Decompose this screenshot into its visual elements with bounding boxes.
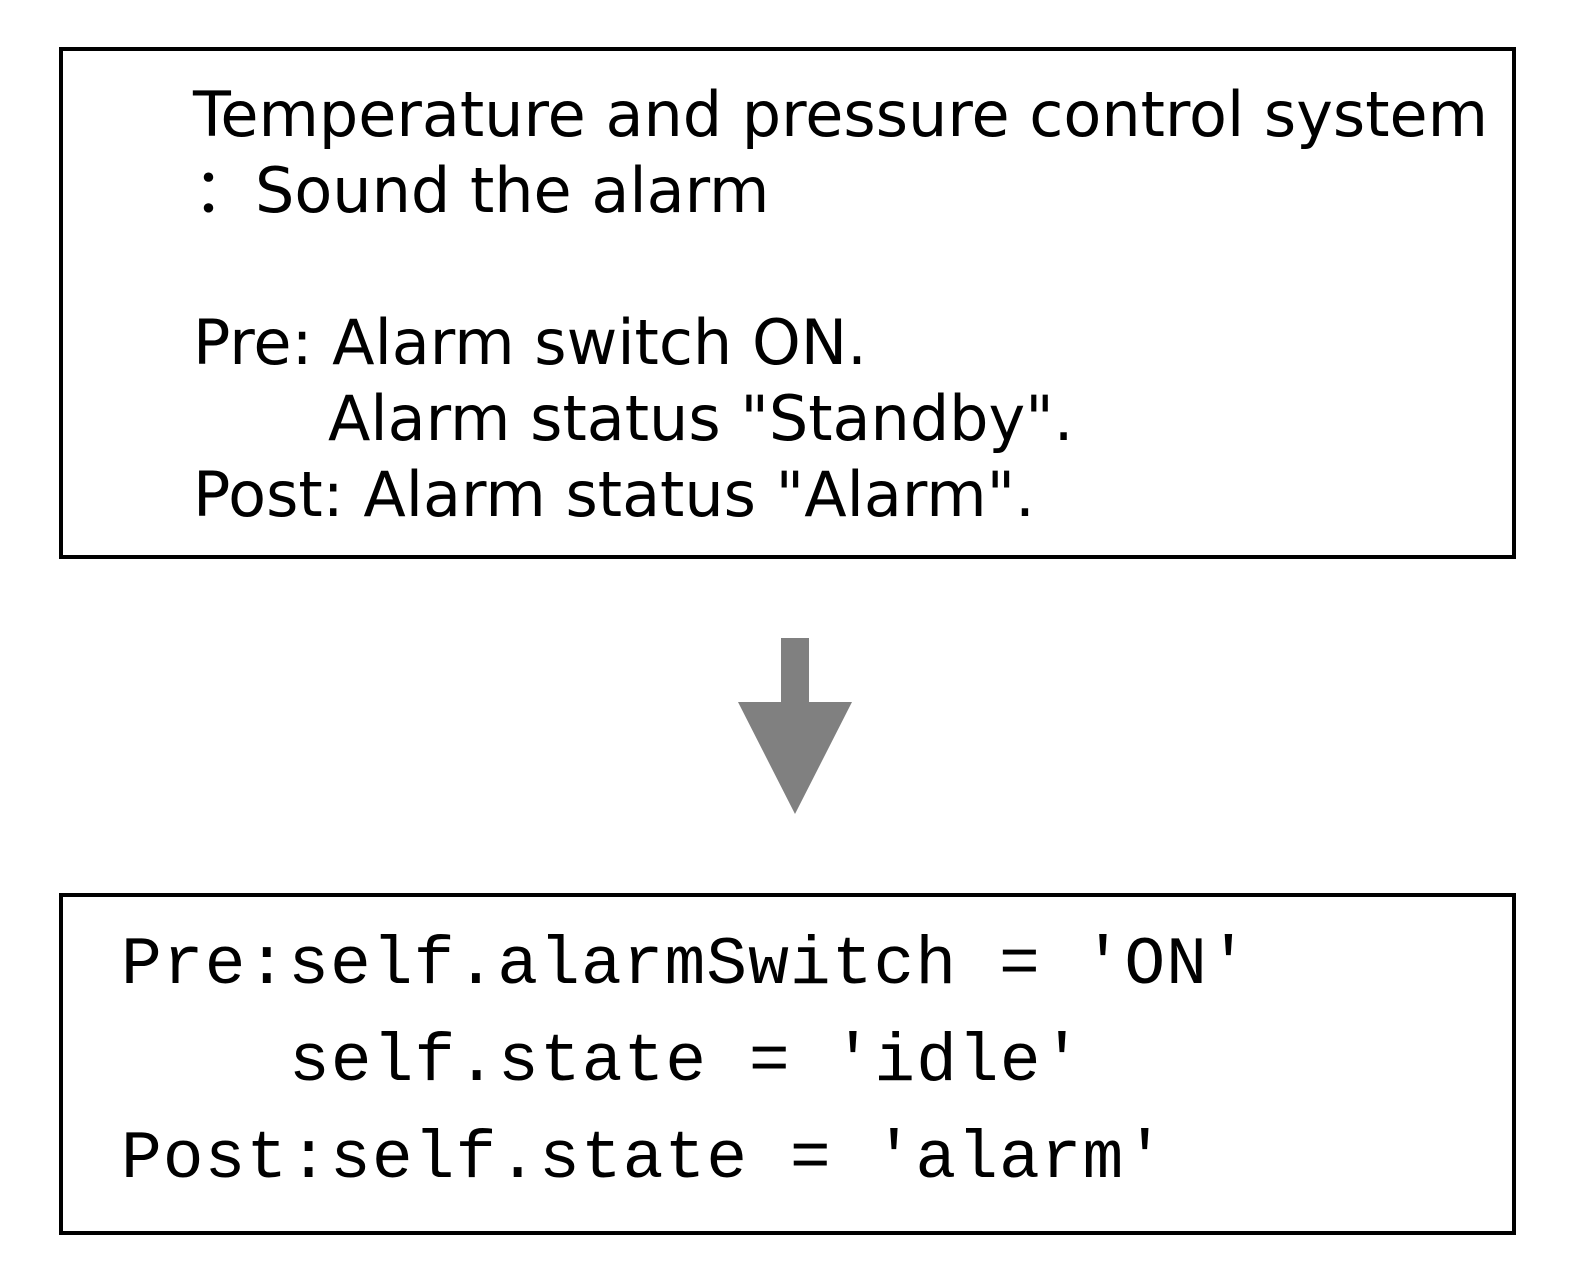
arrow-down-shape xyxy=(738,638,852,814)
code-precondition-line-2: self.state = 'idle' xyxy=(289,1024,1084,1101)
formal-spec-code-box: Pre:self.alarmSwitch = 'ON' self.state =… xyxy=(59,893,1516,1235)
spec-title-line-2: ：Sound the alarm xyxy=(193,154,770,227)
arrow-down-icon xyxy=(738,638,852,814)
code-precondition-line-1: Pre:self.alarmSwitch = 'ON' xyxy=(121,927,1250,1004)
spec-precondition-line-2: Alarm status "Standby". xyxy=(328,382,1074,455)
code-postcondition-line: Post:self.state = 'alarm' xyxy=(121,1121,1167,1198)
spec-precondition-line-1: Pre: Alarm switch ON. xyxy=(193,306,867,379)
spec-title-line-1: Temperature and pressure control system xyxy=(193,78,1489,151)
natural-language-spec-box: Temperature and pressure control system … xyxy=(59,47,1516,559)
spec-postcondition-line: Post: Alarm status "Alarm". xyxy=(193,458,1035,531)
